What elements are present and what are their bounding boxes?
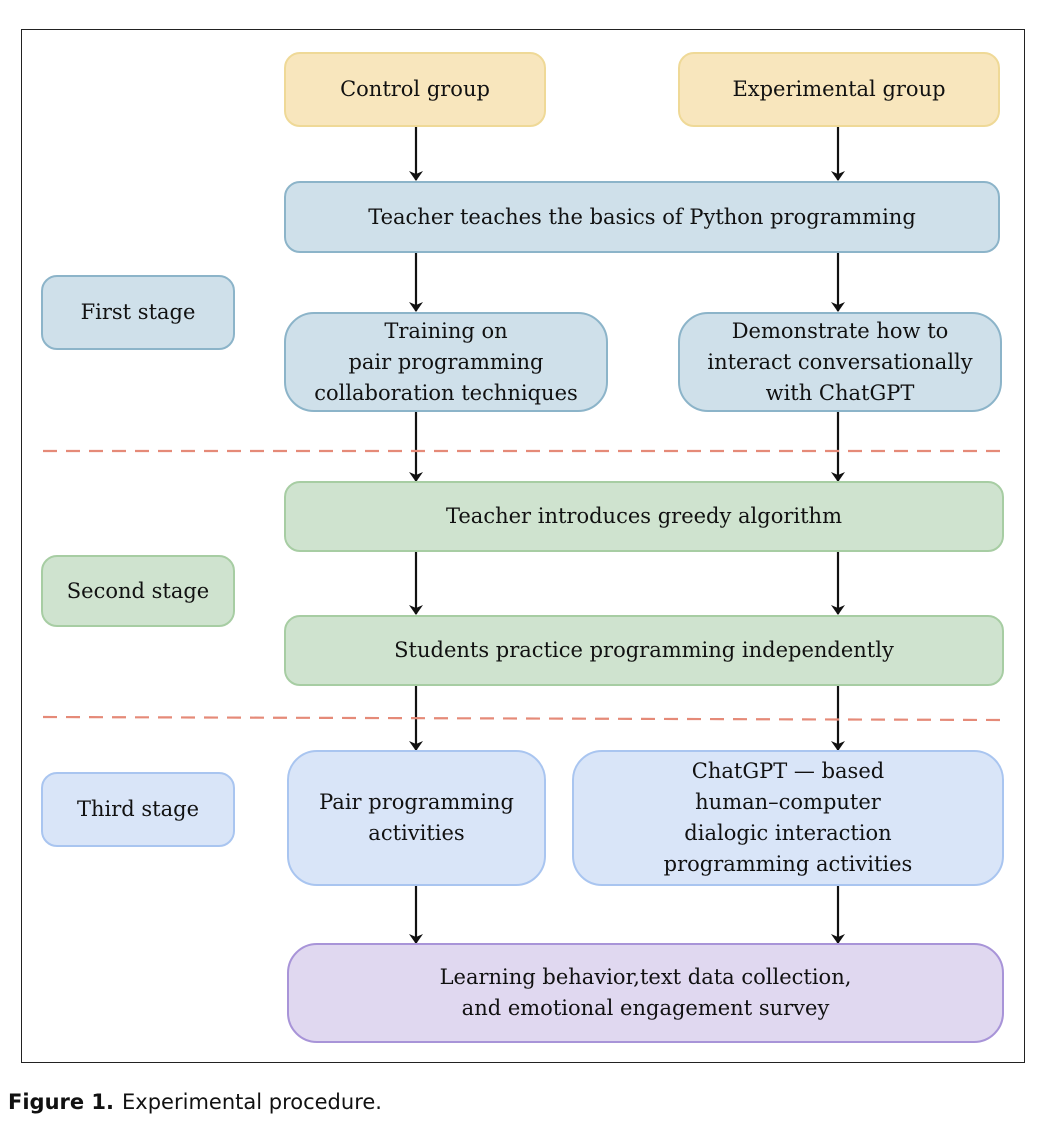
second-stage-label: Second stage [66, 578, 210, 603]
second-stage-label-node: Second stage [41, 555, 235, 627]
chatgpt-activities-text: ChatGPT — based human–computer dialogic … [663, 759, 913, 876]
greedy-algorithm-node: Teacher introduces greedy algorithm [284, 481, 1004, 552]
independent-practice-node: Students practice programming independen… [284, 615, 1004, 686]
python-basics-text: Teacher teaches the basics of Python pro… [368, 204, 916, 229]
third-stage-label-node: Third stage [41, 772, 235, 847]
third-stage-label: Third stage [76, 797, 199, 821]
figure-caption-label: Figure 1. [8, 1090, 115, 1114]
stage-divider-2 [42, 715, 1004, 722]
first-stage-label-node: First stage [41, 275, 235, 350]
control-group-label: Control group [340, 77, 490, 101]
chatgpt-demo-text: Demonstrate how to interact conversation… [707, 318, 973, 405]
chatgpt-demo-node: Demonstrate how to interact conversation… [678, 312, 1002, 412]
control-group-node: Control group [284, 52, 546, 127]
chatgpt-activities-node: ChatGPT — based human–computer dialogic … [572, 750, 1004, 886]
pair-training-text: Training on pair programming collaborati… [314, 318, 578, 405]
data-collection-node: Learning behavior,text data collection, … [287, 943, 1004, 1043]
figure-caption: Figure 1. Experimental procedure. [8, 1090, 382, 1114]
figure-caption-text: Experimental procedure. [122, 1090, 382, 1114]
pair-programming-node: Pair programming activities [287, 750, 546, 886]
pair-programming-text: Pair programming activities [319, 790, 514, 845]
python-basics-node: Teacher teaches the basics of Python pro… [284, 181, 1000, 253]
experimental-group-node: Experimental group [678, 52, 1000, 127]
experimental-group-label: Experimental group [732, 77, 946, 101]
first-stage-label: First stage [80, 300, 196, 324]
greedy-algorithm-text: Teacher introduces greedy algorithm [446, 504, 842, 528]
data-collection-text: Learning behavior,text data collection, … [439, 965, 852, 1020]
independent-practice-text: Students practice programming independen… [394, 638, 894, 662]
pair-training-node: Training on pair programming collaborati… [284, 312, 608, 412]
